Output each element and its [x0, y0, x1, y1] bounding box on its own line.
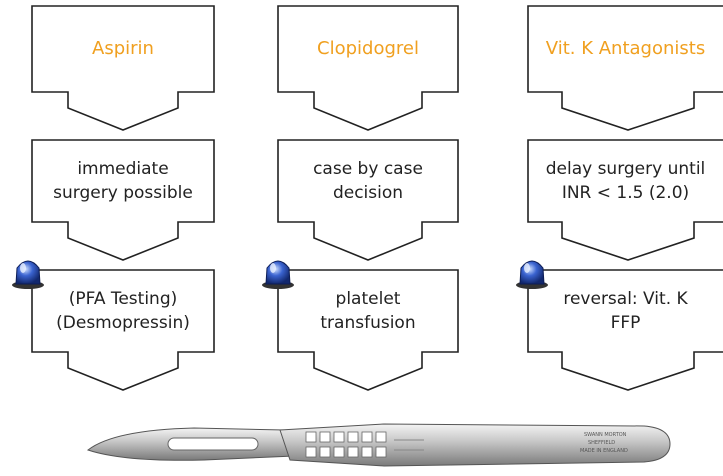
step2-line1: platelet	[335, 289, 401, 309]
drug-title-aspirin: Aspirin	[92, 38, 154, 59]
arrow-box-vka-step2	[527, 269, 723, 391]
step1-line2: surgery possible	[53, 183, 193, 203]
step1-line2: decision	[332, 183, 404, 203]
step1-line1: delay surgery until	[545, 159, 706, 179]
arrow-box-clopidogrel-step2	[277, 269, 459, 391]
step2-line2: (Desmopressin)	[56, 313, 190, 333]
warning-light-icon	[262, 260, 294, 289]
scalpel-imprint-line1: SWANN MORTON	[584, 432, 627, 438]
arrow-box-clopidogrel	[277, 5, 459, 131]
step1-line1: case by case	[313, 159, 423, 179]
scalpel-icon: SWANN MORTON SHEFFIELD MADE IN ENGLAND	[86, 423, 671, 467]
arrow-box-clopidogrel-step1	[277, 139, 459, 261]
step1-line1: immediate	[77, 159, 169, 179]
step2-line1: (PFA Testing)	[68, 289, 178, 309]
arrow-box-vka	[527, 5, 723, 131]
step2-line1: reversal: Vit. K	[563, 289, 688, 309]
step2-line2: transfusion	[320, 313, 416, 333]
scalpel-imprint-line3: MADE IN ENGLAND	[580, 448, 628, 454]
warning-light-icon	[516, 260, 548, 289]
warning-light-icon	[12, 260, 44, 289]
step1-line2: INR < 1.5 (2.0)	[561, 183, 690, 203]
scalpel-imprint-line2: SHEFFIELD	[588, 440, 615, 446]
drug-title-vka: Vit. K Antagonists	[545, 38, 706, 59]
arrow-box-aspirin-step1	[31, 139, 215, 261]
arrow-box-vka-step1	[527, 139, 723, 261]
drug-title-clopidogrel: Clopidogrel	[317, 38, 419, 59]
arrow-box-aspirin	[31, 5, 215, 131]
arrow-box-aspirin-step2	[31, 269, 215, 391]
step2-line2: FFP	[610, 313, 641, 333]
